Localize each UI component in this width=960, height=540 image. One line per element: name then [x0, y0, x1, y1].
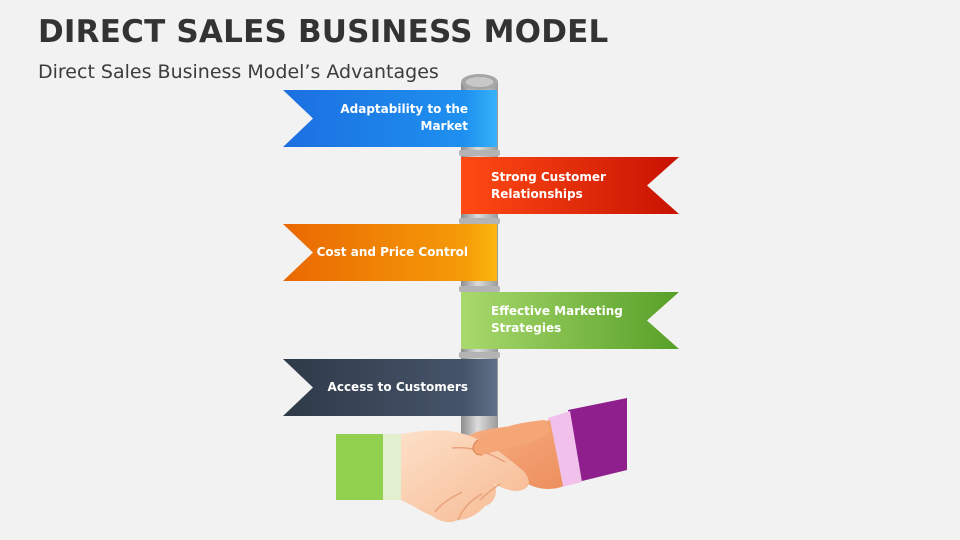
- sign-label-adaptability: Adaptability to the Market: [340, 102, 468, 133]
- sign-label-cost-price: Cost and Price Control: [316, 245, 468, 259]
- sign-customer-relationships: [461, 157, 679, 214]
- sign-label-marketing: Effective Marketing Strategies: [491, 304, 623, 335]
- sign-adaptability: [283, 90, 497, 147]
- left-sleeve: [333, 434, 385, 500]
- slide-subtitle: Direct Sales Business Model’s Advantages: [38, 61, 439, 83]
- right-sleeve: [568, 398, 627, 482]
- sign-access-customers: [283, 359, 497, 416]
- sign-label-customer-relationships: Strong Customer Relationships: [491, 170, 606, 201]
- slide-title: DIRECT SALES BUSINESS MODEL: [38, 14, 609, 50]
- handshake-illustration: [330, 398, 627, 523]
- sign-marketing: [461, 292, 679, 349]
- sign-cost-price: [283, 224, 497, 281]
- sign-label-access-customers: Access to Customers: [327, 380, 468, 394]
